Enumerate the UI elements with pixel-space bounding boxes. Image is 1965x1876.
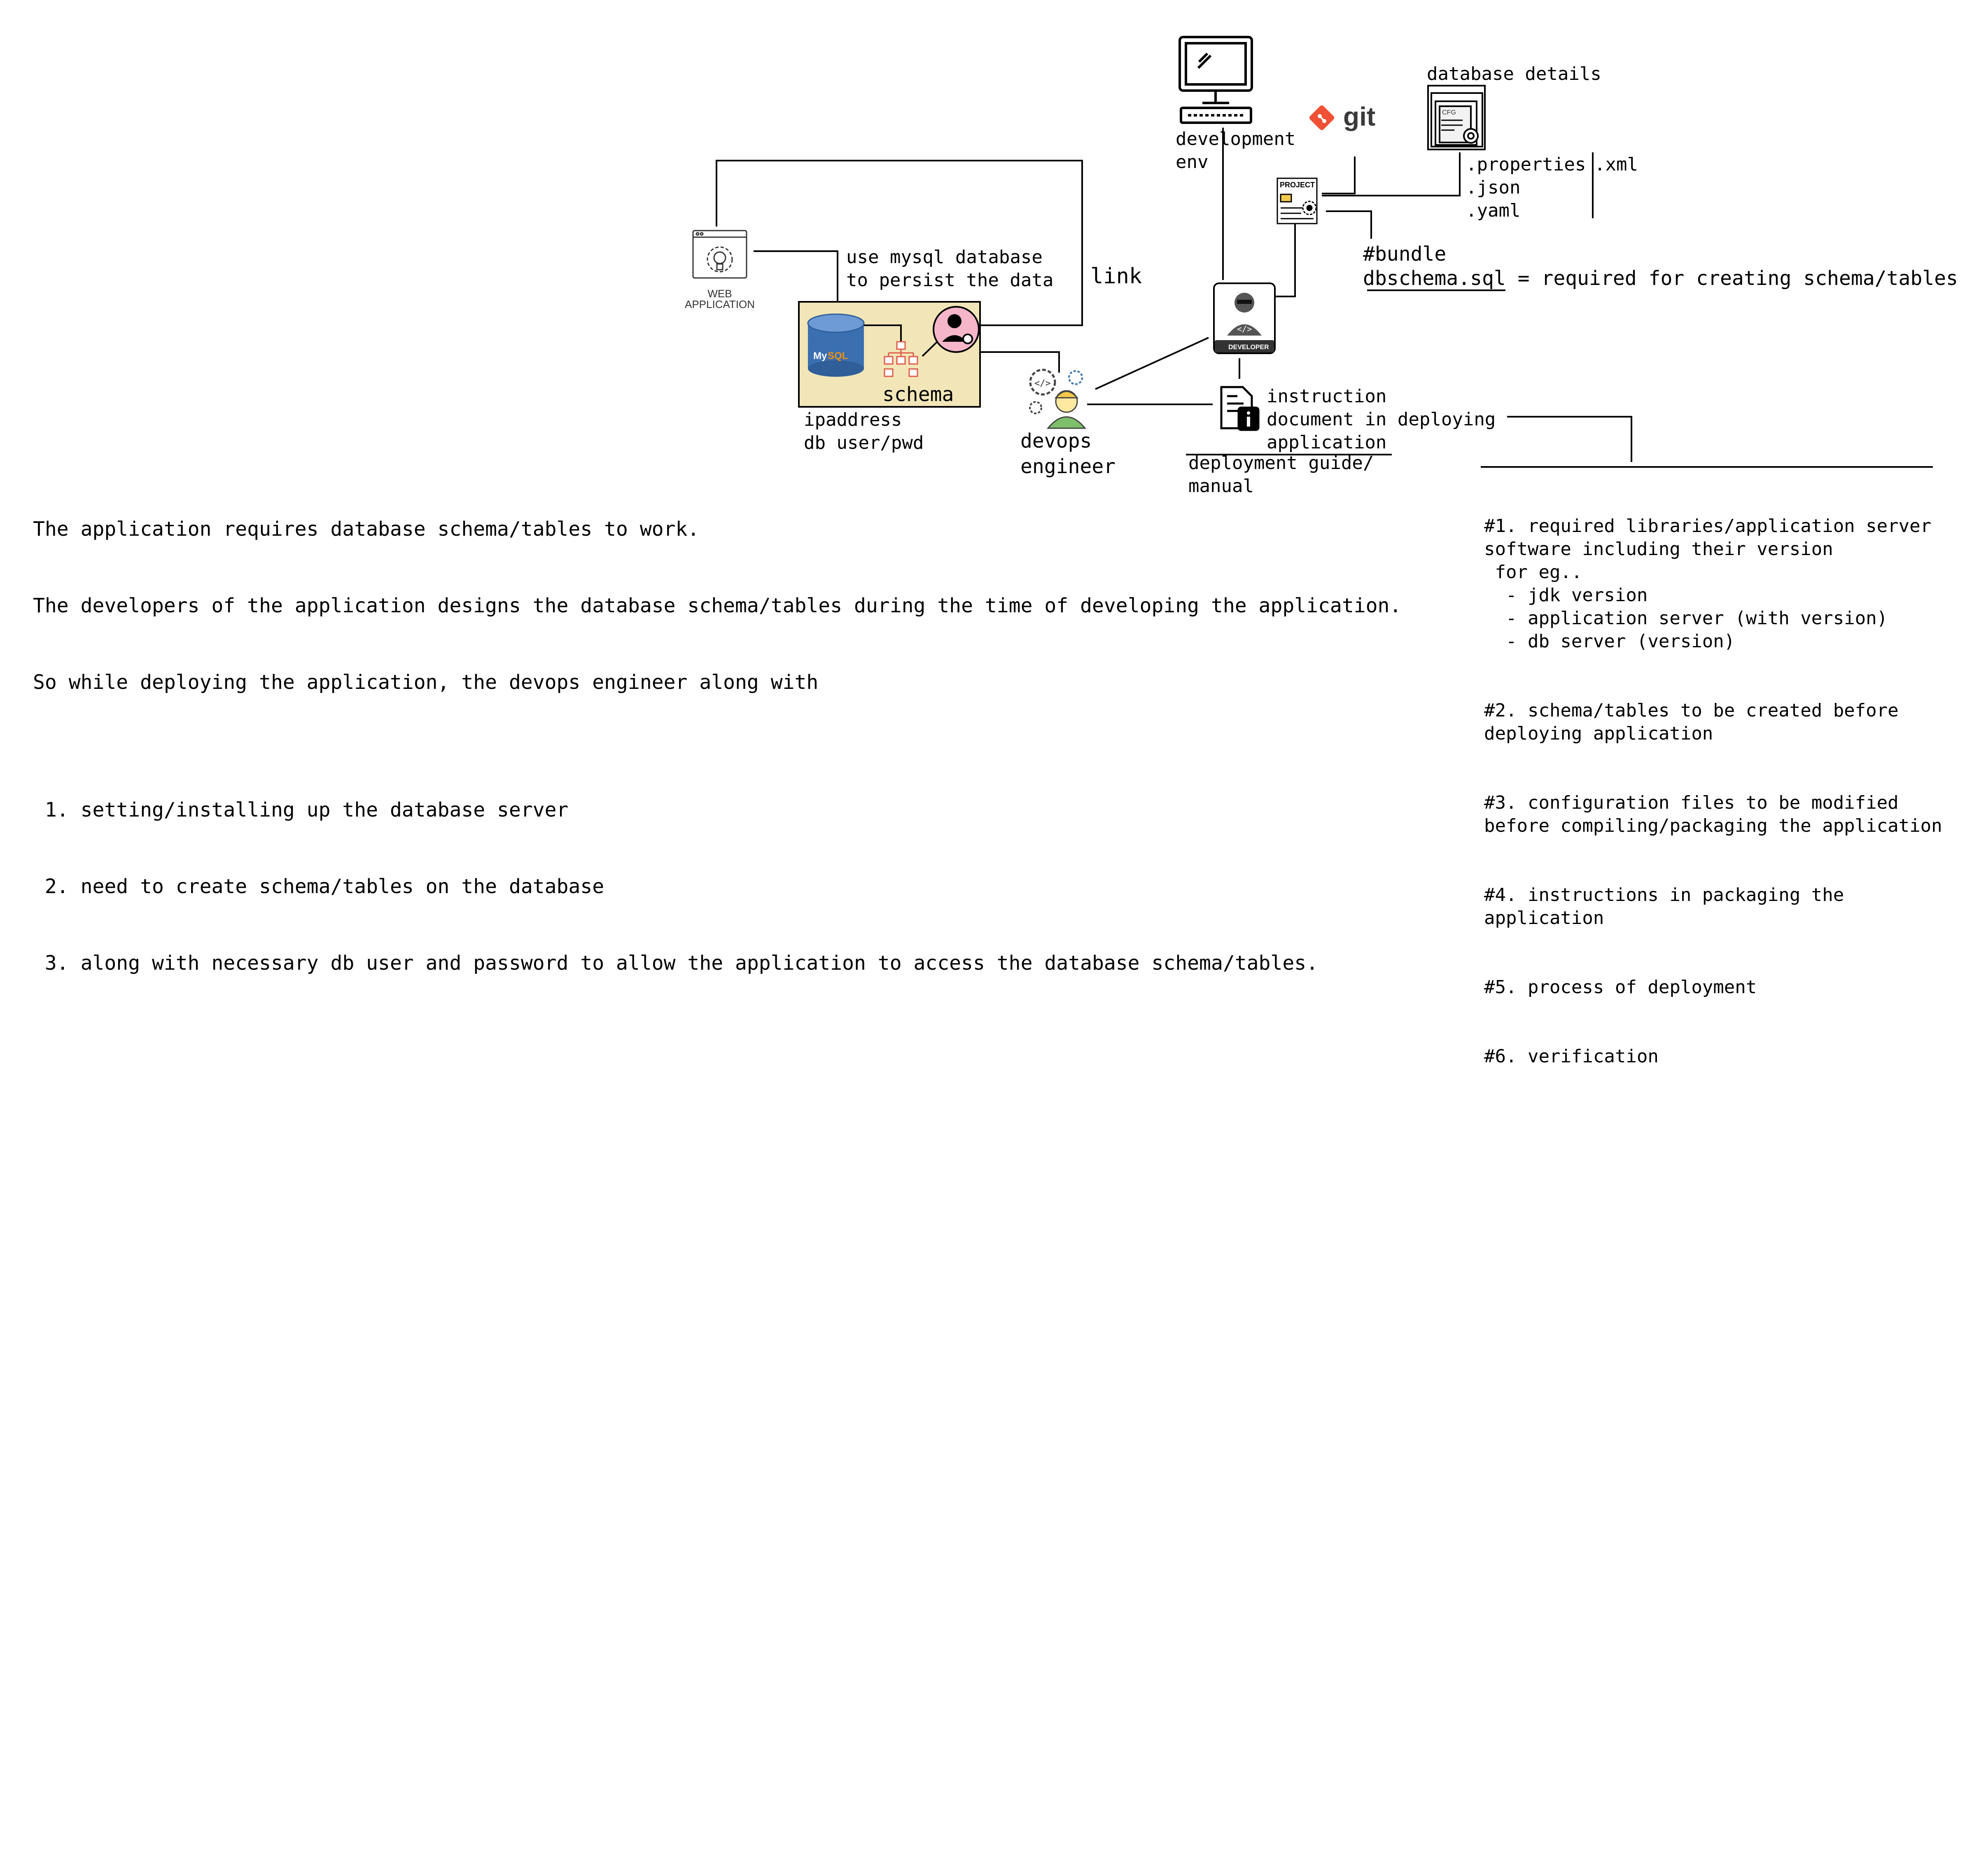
guide-item: #4. instructions in packaging the applic…	[1484, 884, 1844, 929]
cfg-text: CFG	[1442, 109, 1456, 116]
connector-lines	[716, 128, 1933, 468]
instruction-guide-line	[1507, 416, 1632, 462]
instruction-document-label: instruction document in deploying applic…	[1267, 386, 1496, 453]
notes-line-1: The application requires database schema…	[33, 518, 700, 541]
devops-engineer-icon: </>	[1029, 369, 1087, 429]
db-user-icon	[933, 306, 980, 353]
mysql-logo-text: My	[813, 350, 827, 362]
git-logo-icon: git	[1309, 102, 1375, 131]
xml-label: .xml	[1594, 154, 1638, 175]
schema-user-line	[922, 340, 939, 357]
notes-line-2: The developers of the application design…	[33, 594, 1402, 617]
dbschema-file: dbschema.sql	[1363, 267, 1506, 290]
svg-text:</>: </>	[1034, 378, 1051, 389]
bundle-label: #bundle	[1363, 243, 1447, 266]
devops-engineer-label: devops engineer	[1020, 429, 1116, 478]
notes-step: 1. setting/installing up the database se…	[33, 798, 569, 821]
webapp-db-line	[754, 250, 838, 311]
notes-step: 2. need to create schema/tables on the d…	[33, 875, 604, 898]
deployment-guide-items: #1. required libraries/application serve…	[1484, 469, 1942, 1091]
database-details-document-icon: CFG	[1427, 85, 1486, 150]
guide-item: #3. configuration files to be modified b…	[1484, 792, 1942, 836]
schema-icon	[884, 341, 918, 377]
development-env-computer-icon	[1179, 36, 1253, 124]
dbschema-line: dbschema.sql = required for creating sch…	[1363, 266, 1958, 291]
project-dbdetails-line	[1322, 152, 1461, 196]
notes-block: The application requires database schema…	[33, 465, 1401, 1052]
notes-step: 3. along with necessary db user and pass…	[33, 952, 1319, 975]
database-details-label: database details	[1427, 63, 1601, 84]
guide-item: #6. verification	[1484, 1046, 1659, 1067]
devops-developer-line	[1095, 337, 1209, 390]
db-devops-line	[980, 351, 1060, 373]
notes-steps: 1. setting/installing up the database se…	[33, 746, 1401, 1027]
project-text: PROJECT	[1280, 181, 1315, 189]
dbschema-description: = required for creating schema/tables	[1505, 267, 1958, 290]
link-line-top	[716, 160, 1083, 326]
web-application-label: WEB APPLICATION	[684, 287, 755, 310]
use-mysql-label: use mysql database to persist the data	[846, 247, 1054, 291]
project-git-line	[1322, 156, 1356, 194]
schema-label: schema	[882, 383, 954, 406]
git-logo-text: git	[1343, 102, 1375, 131]
instruction-document-icon	[1220, 386, 1260, 431]
guide-item: #5. process of deployment	[1484, 977, 1757, 998]
developer-badge-text: DEVELOPER	[1228, 344, 1269, 351]
db-connection-label: ipaddress db user/pwd	[804, 409, 924, 453]
svg-text:</>: </>	[1237, 324, 1252, 334]
developer-badge-icon: DEVELOPER </>	[1213, 282, 1276, 354]
project-file-icon: PROJECT	[1277, 177, 1318, 224]
deployment-guide-label: deployment guide/ manual	[1188, 453, 1374, 497]
development-env-label: development env	[1176, 128, 1296, 173]
svg-text:SQL: SQL	[828, 350, 848, 362]
web-application-icon	[692, 230, 747, 279]
guide-item: #2. schema/tables to be created before d…	[1484, 700, 1899, 744]
guide-item: #1. required libraries/application serve…	[1484, 516, 1932, 652]
mysql-icon: My SQL	[807, 313, 865, 377]
mysql-schema-line	[864, 324, 902, 344]
notes-line-3: So while deploying the application, the …	[33, 671, 819, 694]
project-bundle-line	[1326, 210, 1372, 239]
link-label: link	[1090, 264, 1142, 289]
config-files-label: .properties .json .yaml	[1466, 154, 1586, 221]
